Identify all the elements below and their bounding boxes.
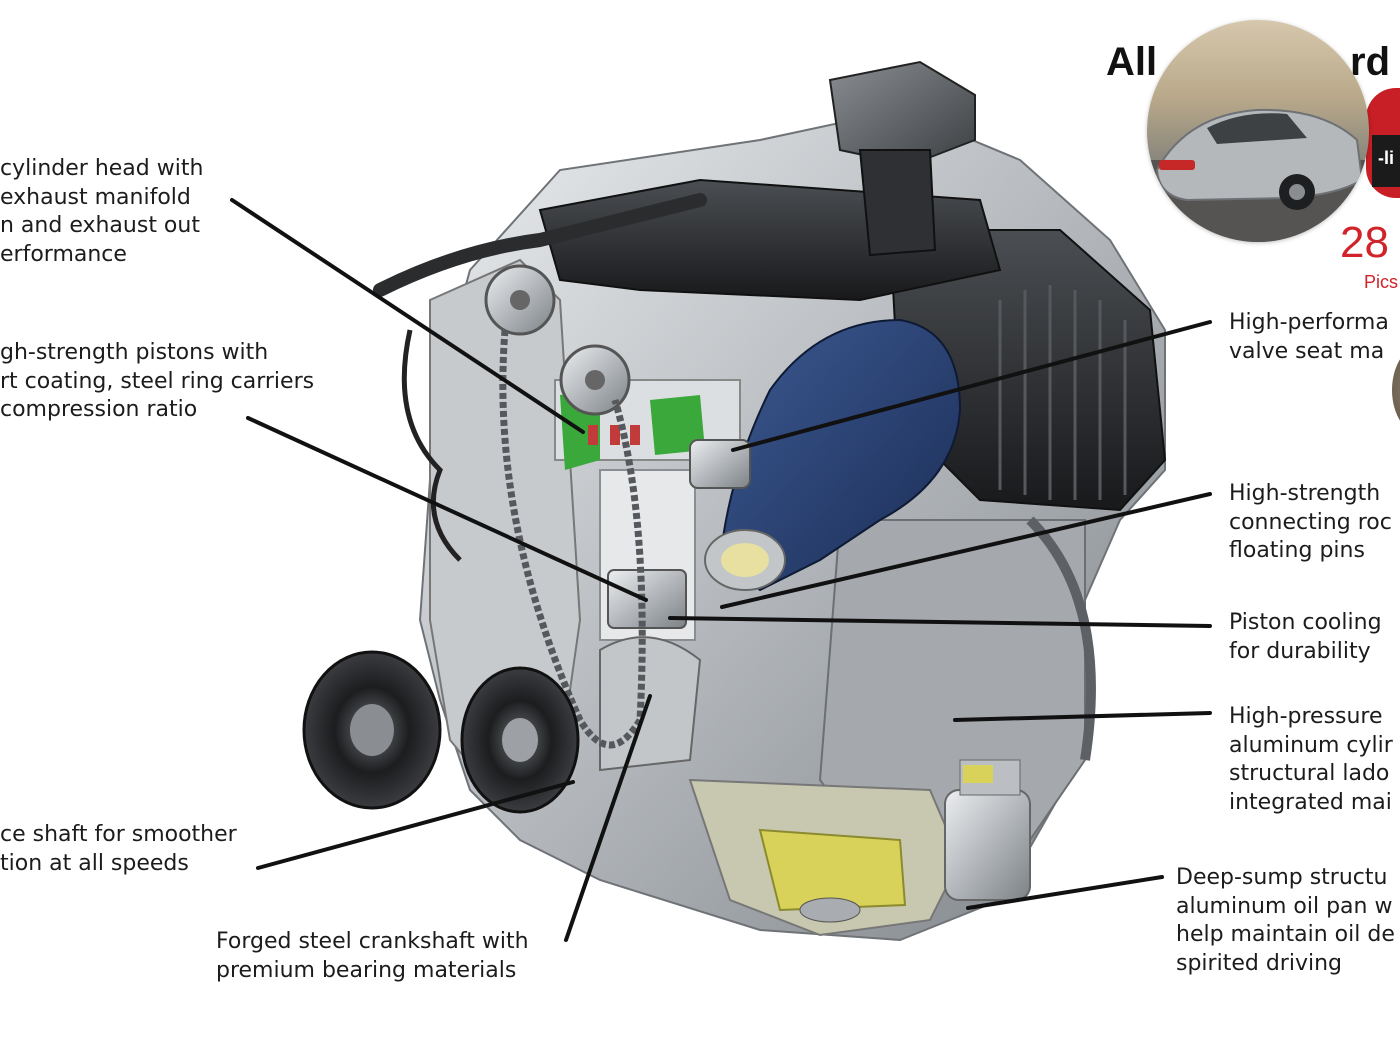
leader-pistons <box>246 416 648 602</box>
callout-line: aluminum oil pan w <box>1176 893 1393 919</box>
callout-valve-seat: High-performa valve seat ma <box>1229 309 1389 366</box>
timing-chain <box>499 329 646 749</box>
callout-line: floating pins <box>1229 538 1365 563</box>
callout-line: rt coating, steel ring carriers <box>0 368 315 394</box>
callout-line: High-performa <box>1229 310 1389 335</box>
coolant-hose <box>373 193 707 297</box>
leader-balance-shaft <box>256 780 575 870</box>
top-housing <box>828 60 976 257</box>
leader-connecting-rods <box>720 492 1212 609</box>
callout-line: premium bearing materials <box>216 957 517 983</box>
callout-line: Piston cooling <box>1229 610 1382 635</box>
ac-compressor <box>302 650 580 814</box>
promo-badge-text: -li <box>1378 148 1394 168</box>
leader-crankshaft <box>564 694 652 942</box>
callout-line: spirited driving <box>1176 950 1342 976</box>
callout-crankshaft: Forged steel crankshaft with premium bea… <box>216 928 529 985</box>
callout-line: cylinder head with <box>0 156 204 181</box>
turbo-intake-cutaway <box>704 318 962 592</box>
oil-filter <box>944 759 1031 901</box>
callout-line: Forged steel crankshaft with <box>216 929 529 954</box>
oil-pan-cutaway <box>688 778 962 937</box>
cylinder-head-cutaway <box>484 264 741 470</box>
callout-line: gh-strength pistons with <box>0 340 269 365</box>
leader-oil-pan <box>966 875 1164 910</box>
leader-block <box>953 711 1212 722</box>
piston-cutaway <box>599 439 751 772</box>
callout-line: High-pressure <box>1229 704 1383 729</box>
callout-line: for durability <box>1229 638 1371 664</box>
promo-pics-label: Pics <box>1364 272 1399 292</box>
callout-line: n and exhaust out <box>0 213 200 238</box>
callout-line: aluminum cylir <box>1229 732 1393 758</box>
promo-thumbnail-edge[interactable] <box>1392 345 1400 435</box>
callout-line: Deep-sump structu <box>1176 865 1388 890</box>
callout-line: High-strength <box>1229 481 1381 506</box>
callout-line: erformance <box>0 241 127 267</box>
promo-title-left: All <box>1106 40 1158 84</box>
callout-block: High-pressure aluminum cylir structural … <box>1229 703 1393 817</box>
callout-line: exhaust manifold <box>0 184 191 210</box>
leader-piston-cooling <box>668 616 1212 628</box>
callout-line: ce shaft for smoother <box>0 822 237 847</box>
leader-cylinder-head <box>230 198 585 434</box>
callout-cylinder-head: cylinder head with exhaust manifold n an… <box>0 155 203 269</box>
callout-line: connecting roc <box>1229 509 1392 535</box>
promo-car-photo[interactable] <box>1147 20 1369 242</box>
callout-piston-cooling: Piston cooling for durability <box>1229 609 1382 666</box>
callout-line: structural lado <box>1229 761 1390 786</box>
wiring-harness <box>401 329 462 562</box>
callout-line: tion at all speeds <box>0 850 189 876</box>
callout-oil-pan: Deep-sump structu aluminum oil pan w hel… <box>1176 864 1395 978</box>
callout-line: help maintain oil de <box>1176 922 1395 947</box>
promo-dark-strip <box>1372 135 1400 187</box>
promo-title-right: rd <box>1350 40 1390 84</box>
car-photo-illustration <box>1147 108 1369 242</box>
leader-valve-seat <box>731 320 1212 452</box>
promo-photo-count: 28 <box>1340 218 1389 267</box>
callout-line: integrated mai <box>1229 789 1392 815</box>
callout-line: valve seat ma <box>1229 338 1385 364</box>
callout-pistons: gh-strength pistons with rt coating, ste… <box>0 339 314 425</box>
callout-connecting-rods: High-strength connecting roc floating pi… <box>1229 480 1392 566</box>
callout-balance-shaft: ce shaft for smoother tion at all speeds <box>0 821 237 878</box>
callout-line: compression ratio <box>0 397 198 422</box>
